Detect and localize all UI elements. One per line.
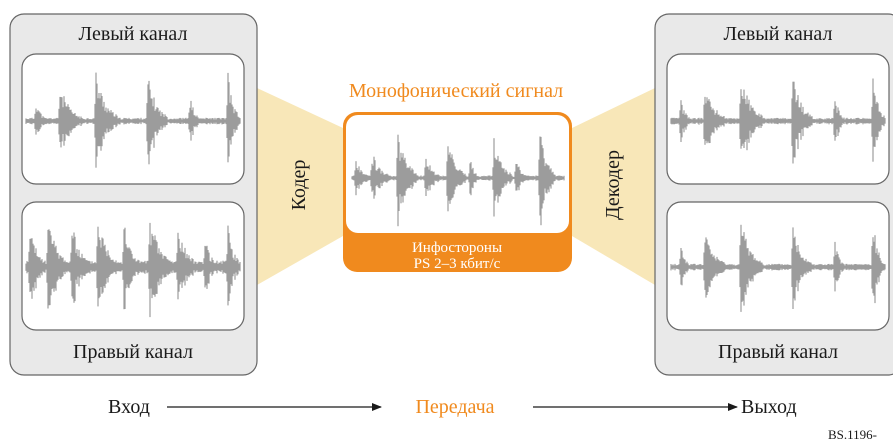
figure-reference: BS.1196- [828, 427, 877, 442]
output-left-waveform [670, 78, 886, 164]
decoder-funnel [572, 88, 655, 285]
side-info-line1: Инфостороны [412, 240, 502, 256]
output-right-channel-label: Правый канал [718, 341, 838, 363]
output-left-channel-label: Левый канал [724, 23, 833, 45]
flow-transmission-label: Передача [415, 396, 494, 418]
mono-waveform [351, 134, 565, 227]
encoder-label: Кодер [288, 160, 310, 211]
output-right-waveform [670, 224, 886, 312]
input-left-channel-label: Левый канал [79, 23, 188, 45]
decoder-label: Декодер [602, 150, 624, 220]
mono-signal-title: Монофонический сигнал [349, 80, 563, 102]
input-left-waveform [25, 72, 241, 168]
flow-input-label: Вход [108, 396, 150, 418]
side-info-line2: PS 2–3 кбит/с [414, 256, 501, 272]
input-right-channel-label: Правый канал [73, 341, 193, 363]
encoder-funnel [257, 88, 343, 285]
input-right-waveform [25, 222, 241, 318]
flow-output-label: Выход [741, 396, 797, 418]
